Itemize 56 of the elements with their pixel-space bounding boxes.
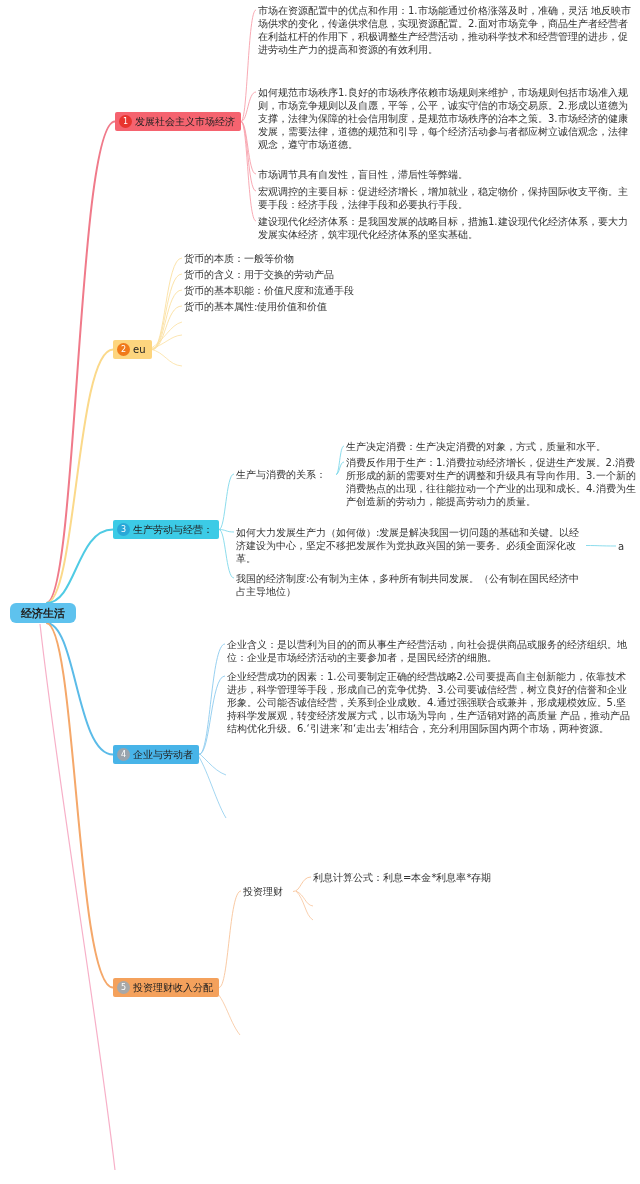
branch-text: 企业经营成功的因素：1.公司要制定正确的经营战略2.公司要提高自主创新能力，依靠技术进步，科学管理等手段，形成自己的竞争优势、3.公司要诚信经营，树立良好的信誉和企业形象。公司能否诚信经营，关系到企业成败。4.通过强强联合或兼并，形成规模效应。5.坚持科学发展观，转变经济发展方式，以市场为导向，生产适销对路的高质量 产品，推动产品结构优化升级。6.‘引进来’和‘走出去’相结合，充分利用国际国内两个市场，两种资源。 bbox=[227, 670, 632, 735]
branch-line bbox=[292, 876, 312, 892]
branch-text: 我国的经济制度:公有制为主体，多种所有制共同发展。（公有制在国民经济中占主导地位） bbox=[236, 572, 586, 598]
branch-text: 货币的含义：用于交换的劳动产品 bbox=[184, 268, 424, 281]
branch-text: 市场调节具有自发性，盲目性，滞后性等弊端。 bbox=[258, 168, 632, 181]
branch-line bbox=[45, 622, 114, 989]
topic-box bbox=[113, 520, 219, 539]
branch-text: 货币的基本职能：价值尺度和流通手段 bbox=[184, 284, 424, 297]
branch-text: 宏观调控的主要目标：促进经济增长，增加就业，稳定物价，保持国际收支平衡。主要手段：经济手段，法律手段和必要执行手段。 bbox=[258, 185, 632, 211]
topic-box bbox=[113, 978, 219, 997]
branch-text: 如何规范市场秩序1.良好的市场秩序依赖市场规则来维护，市场规则包括市场准入规则，市场竞争规则以及自愿，平等，公平，诚实守信的市场交易原。2.形成以道德为支撑，法律为保障的社会信用制度，是规范市场秩序的治本之策。3.市场经济的健康发展，需要法律，道德的规范和引导，每个经济活动参与者都应树立诚信观念，法律观念，遵守市场道德。 bbox=[258, 86, 632, 151]
topic-label: 企业与劳动者 bbox=[133, 747, 193, 762]
branch-line bbox=[218, 890, 242, 988]
branch-line bbox=[151, 305, 183, 350]
number-badge: 4 bbox=[117, 748, 130, 761]
branch-line bbox=[335, 461, 345, 475]
topic-box bbox=[115, 112, 241, 131]
branch-line bbox=[240, 91, 257, 122]
branch-line bbox=[198, 675, 226, 755]
number-badge: 5 bbox=[117, 981, 130, 994]
branch-line bbox=[218, 529, 235, 533]
branch-line bbox=[218, 529, 235, 579]
topic-label: 生产劳动与经营： bbox=[133, 522, 213, 537]
branch-line bbox=[151, 273, 183, 350]
branch-line bbox=[240, 121, 257, 175]
topic-box bbox=[113, 745, 199, 764]
topic-box bbox=[113, 340, 152, 359]
root-topic-box: 经济生活 bbox=[10, 603, 76, 623]
branch-line bbox=[198, 643, 226, 755]
branch-text: 生产与消费的关系： bbox=[236, 468, 336, 481]
branch-line bbox=[335, 445, 345, 475]
branch-line bbox=[45, 348, 114, 604]
branch-text: 货币的本质：一般等价物 bbox=[184, 252, 424, 265]
topic-label: eu bbox=[133, 344, 146, 355]
number-badge: 2 bbox=[117, 343, 130, 356]
branch-text: 生产决定消费：生产决定消费的对象，方式，质量和水平。 bbox=[346, 440, 636, 453]
number-badge: 3 bbox=[117, 523, 130, 536]
branch-text: a bbox=[618, 540, 628, 553]
branch-text: 投资理财 bbox=[243, 885, 293, 898]
branch-line bbox=[240, 121, 257, 222]
branch-text: 利息计算公式：利息=本金*利息率*存期 bbox=[313, 871, 533, 884]
branch-line bbox=[585, 545, 617, 547]
branch-text: 市场在资源配置中的优点和作用：1.市场能通过价格涨落及时，准确，灵活 地反映市场供求的变化，传递供求信息，实现资源配置。2.面对市场竞争，商品生产者经营者在利益杠杆的作用下，积极调整生产经营活动，推动科学技术和经营管理的进步，促进劳动生产力的提高和资源的有效利用。 bbox=[258, 4, 632, 56]
branch-text: 企业含义：是以营利为目的的而从事生产经营活动，向社会提供商品或服务的经济组织。地位：企业是市场经济活动的主要参加者，是国民经济的细胞。 bbox=[227, 638, 632, 664]
number-badge: 1 bbox=[119, 115, 132, 128]
branch-line bbox=[151, 289, 183, 350]
topic-label: 发展社会主义市场经济 bbox=[135, 114, 235, 129]
topic-label: 投资理财收入分配 bbox=[133, 980, 213, 995]
branch-line bbox=[45, 528, 114, 604]
branch-line bbox=[218, 473, 235, 530]
branch-text: 建设现代化经济体系：是我国发展的战略目标，措施1.建设现代化经济体系，要大力发展实体经济，筑牢现代化经济体系的坚实基础。 bbox=[258, 215, 632, 241]
branch-text: 如何大力发展生产力（如何做）:发展是解决我国一切问题的基础和关键。以经济建设为中心，坚定不移把发展作为党执政兴国的第一要务。必须全面深化改革。 bbox=[236, 526, 586, 565]
branch-line bbox=[240, 9, 257, 122]
branch-line bbox=[240, 121, 257, 192]
branch-text: 货币的基本属性:使用价值和价值 bbox=[184, 300, 424, 313]
branch-text: 消费反作用于生产：1.消费拉动经济增长，促进生产发展。2.消费所形成的新的需要对生产的调整和升级具有导向作用。3.一个新的消费热点的出现，往往能拉动一个产业的出现和成长。4.消费为生产创造新的劳动力，能提高劳动力的质量。 bbox=[346, 456, 636, 508]
